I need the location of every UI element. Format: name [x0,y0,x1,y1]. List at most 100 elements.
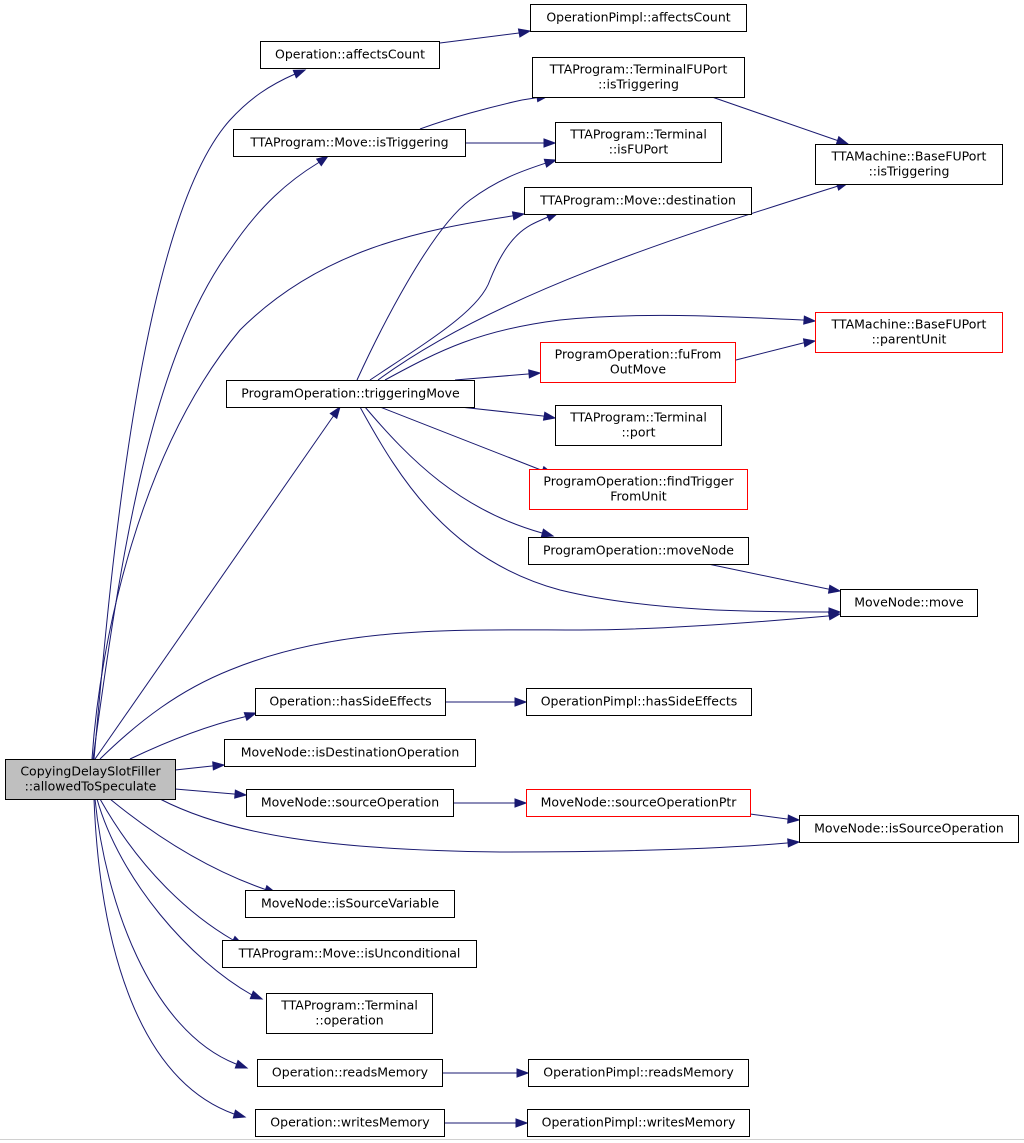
node-box[interactable] [233,129,466,157]
node-label: ProgramOperation::triggeringMove [241,386,460,401]
node-box[interactable] [527,1109,750,1137]
arrowhead-icon [787,838,801,848]
node-op_affects[interactable]: Operation::affectsCount [260,41,440,69]
edge-root-to-op_readsmem [94,798,237,1065]
bottom-divider [0,1139,1024,1140]
node-box[interactable] [245,890,455,918]
node-box[interactable] [246,789,454,817]
node-label: OperationPimpl::affectsCount [546,10,730,25]
edge-po_trigmove-to-mn_move [359,406,829,613]
node-box[interactable] [260,41,440,69]
node-mn_isdestop[interactable]: MoveNode::isDestinationOperation [224,739,476,767]
node-op_sidefx[interactable]: Operation::hasSideEffects [255,688,446,716]
node-po_trigmove[interactable]: ProgramOperation::triggeringMove [226,380,475,408]
node-box[interactable] [840,589,978,617]
node-box[interactable] [532,57,745,98]
node-box[interactable] [5,759,176,800]
arrowhead-icon [540,528,555,538]
node-label: TTAProgram::Terminal [569,127,707,142]
node-root[interactable]: CopyingDelaySlotFiller::allowedToSpecula… [5,759,176,800]
node-mn_issrcvar[interactable]: MoveNode::isSourceVariable [245,890,455,918]
arrowhead-icon [543,158,558,168]
node-label: OperationPimpl::readsMemory [543,1065,734,1080]
arrowhead-icon [516,1068,530,1078]
arrowhead-icon [543,138,557,148]
node-term_port[interactable]: TTAProgram::Terminal::port [555,405,722,446]
node-label: ProgramOperation::fuFrom [555,347,722,362]
node-move_dest[interactable]: TTAProgram::Move::destination [524,187,752,215]
node-label: MoveNode::isDestinationOperation [241,745,460,760]
node-move_istrig[interactable]: TTAProgram::Move::isTriggering [233,129,466,157]
node-tfuport_istrig[interactable]: TTAProgram::TerminalFUPort::isTriggering [532,57,745,98]
node-label: TTAMachine::BaseFUPort [831,149,987,164]
node-box[interactable] [555,122,722,163]
node-box[interactable] [528,1059,749,1087]
edge-tfuport_istrig-to-bfuport_istrig [711,96,837,141]
node-box[interactable] [529,469,748,510]
node-box[interactable] [226,380,475,408]
node-op_writesmem[interactable]: Operation::writesMemory [255,1109,445,1137]
node-op_readsmem[interactable]: Operation::readsMemory [257,1059,443,1087]
edge-op_affects-to-opi_affects [439,32,520,44]
node-term_operation[interactable]: TTAProgram::Terminal::operation [266,993,433,1034]
node-box[interactable] [222,940,477,968]
node-box[interactable] [257,1059,443,1087]
node-box[interactable] [266,993,433,1034]
edge-po_fufrom-to-bfuport_parent [735,342,804,361]
arrowhead-icon [515,1118,529,1128]
node-box[interactable] [524,187,752,215]
arrowhead-icon [835,135,850,145]
node-label: CopyingDelaySlotFiller [20,764,161,779]
node-box[interactable] [555,405,722,446]
node-label: OperationPimpl::writesMemory [542,1115,736,1130]
node-label: TTAProgram::Terminal [280,998,418,1013]
arrowhead-icon [517,28,532,38]
arrowhead-icon [234,1059,249,1069]
node-box[interactable] [799,815,1019,843]
node-box[interactable] [815,312,1003,353]
node-term_isfuport[interactable]: TTAProgram::Terminal::isFUPort [555,122,722,163]
node-mn_srcopptr[interactable]: MoveNode::sourceOperationPtr [526,789,751,817]
edge-po_trigmove-to-move_dest [369,216,549,381]
arrowhead-icon [292,69,307,79]
node-box[interactable] [255,1109,445,1137]
edge-root-to-mn_move [99,615,829,760]
node-label: TTAProgram::Move::isUnconditional [238,946,461,961]
edge-move_istrig-to-tfuport_istrig [419,99,523,130]
edge-po_trigmove-to-term_port [459,406,544,417]
node-opi_affects[interactable]: OperationPimpl::affectsCount [530,4,747,32]
node-label: MoveNode::sourceOperationPtr [541,795,738,810]
node-box[interactable] [540,342,736,383]
edge-po_trigmove-to-po_movenode [364,406,543,534]
arrowhead-icon [234,789,248,799]
node-box[interactable] [530,4,747,32]
edge-root-to-mn_isdestop [174,765,213,771]
node-label: ProgramOperation::moveNode [543,543,734,558]
node-opi_writesmem[interactable]: OperationPimpl::writesMemory [527,1109,750,1137]
node-opi_sidefx[interactable]: OperationPimpl::hasSideEffects [526,688,752,716]
node-mn_issrcop[interactable]: MoveNode::isSourceOperation [799,815,1019,843]
node-label: MoveNode::sourceOperation [261,795,439,810]
node-po_movenode[interactable]: ProgramOperation::moveNode [528,537,749,565]
node-label: ::isTriggering [598,77,679,92]
node-box[interactable] [528,537,749,565]
edge-po_trigmove-to-bfuport_parent [384,314,804,381]
node-bfuport_parent[interactable]: TTAMachine::BaseFUPort::parentUnit [815,312,1003,353]
node-box[interactable] [224,739,476,767]
node-box[interactable] [526,688,752,716]
node-bfuport_istrig[interactable]: TTAMachine::BaseFUPort::isTriggering [815,144,1003,185]
node-mn_srcop[interactable]: MoveNode::sourceOperation [246,789,454,817]
node-box[interactable] [255,688,446,716]
node-label: ::allowedToSpeculate [25,779,157,794]
node-mn_move[interactable]: MoveNode::move [840,589,978,617]
node-box[interactable] [815,144,1003,185]
node-label: ::isFUPort [609,142,669,157]
node-move_isuncond[interactable]: TTAProgram::Move::isUnconditional [222,940,477,968]
arrowhead-icon [232,1109,247,1119]
node-opi_readsmem[interactable]: OperationPimpl::readsMemory [528,1059,749,1087]
node-label: Operation::hasSideEffects [269,694,431,709]
node-label: TTAProgram::Move::destination [539,193,736,208]
node-box[interactable] [526,789,751,817]
